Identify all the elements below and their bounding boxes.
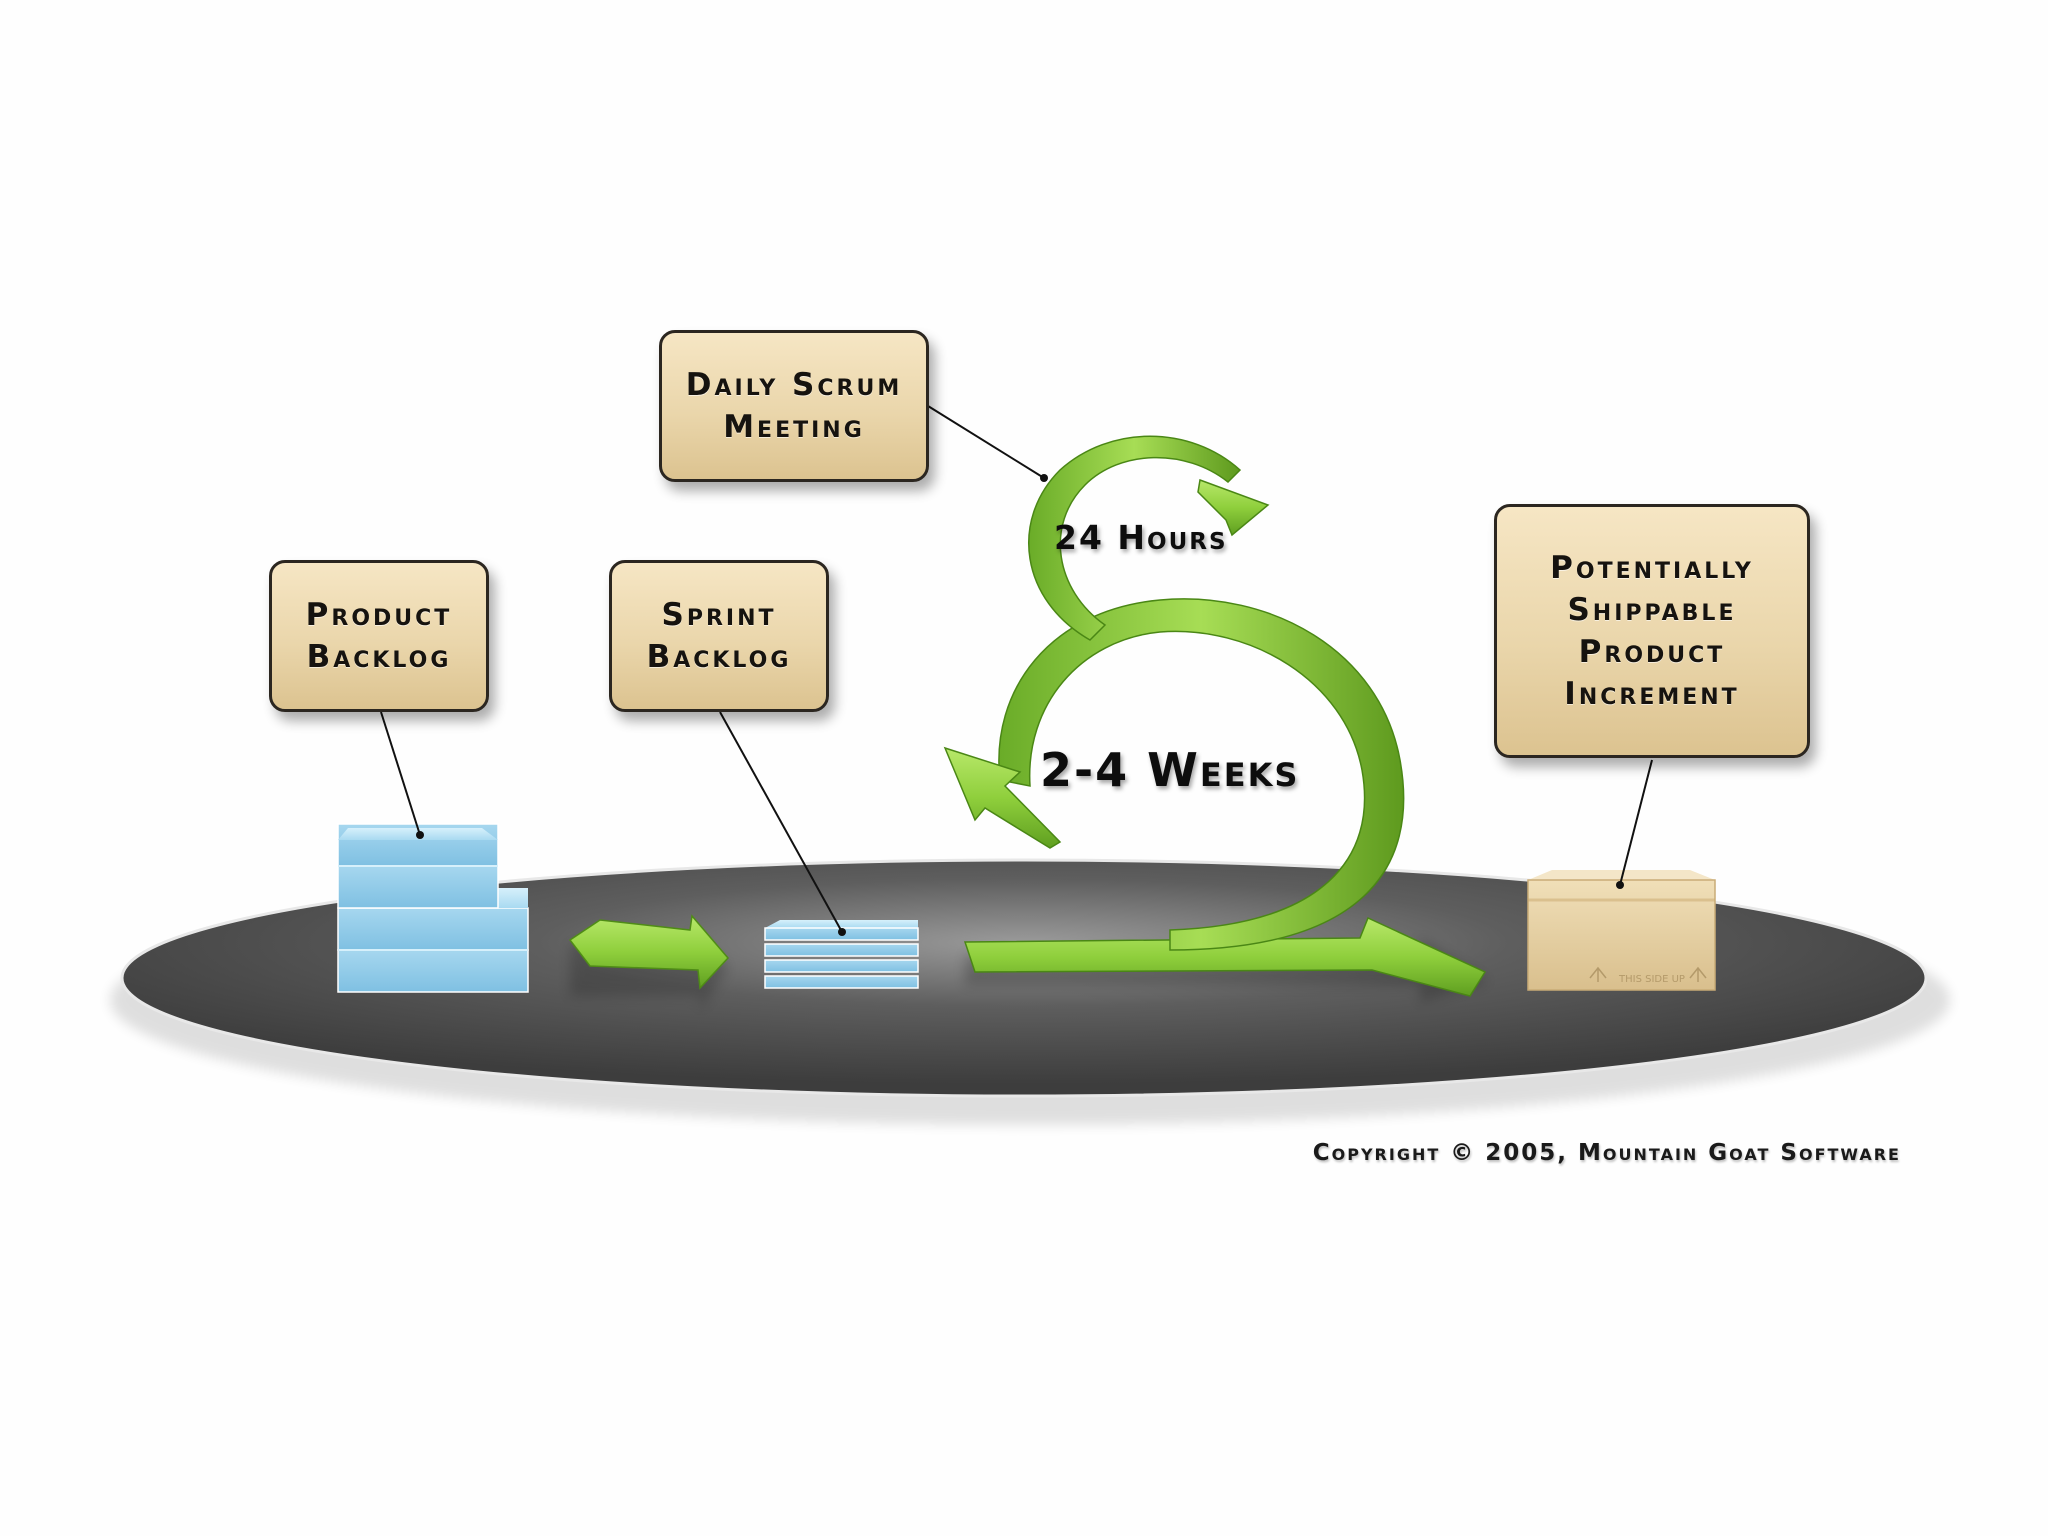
increment-text: Potentially Shippable Product Increment — [1550, 547, 1754, 715]
increment-label: Potentially Shippable Product Increment — [1494, 504, 1810, 758]
product-backlog-label: Product Backlog — [269, 560, 489, 712]
sprint-backlog-label: Sprint Backlog — [609, 560, 829, 712]
connector-lines — [381, 406, 1652, 932]
daily-scrum-label: Daily Scrum Meeting — [659, 330, 929, 482]
connector-product-backlog — [381, 712, 420, 835]
daily-scrum-text: Daily Scrum Meeting — [686, 364, 902, 448]
connector-increment — [1620, 760, 1652, 885]
sprint-backlog-text: Sprint Backlog — [647, 594, 792, 678]
sprint-cycle-label: 2-4 Weeks — [1040, 743, 1299, 797]
product-backlog-stack — [338, 824, 528, 992]
daily-cycle-label: 24 Hours — [1054, 518, 1228, 557]
copyright-notice: Copyright © 2005, Mountain Goat Software — [1313, 1140, 1901, 1166]
connector-daily-scrum — [928, 406, 1044, 478]
backlog-flow-arrow — [570, 916, 728, 1010]
sprint-cycle-arrow — [945, 599, 1488, 1002]
box-stamp-text: THIS SIDE UP — [1618, 974, 1685, 985]
product-backlog-text: Product Backlog — [306, 594, 453, 678]
